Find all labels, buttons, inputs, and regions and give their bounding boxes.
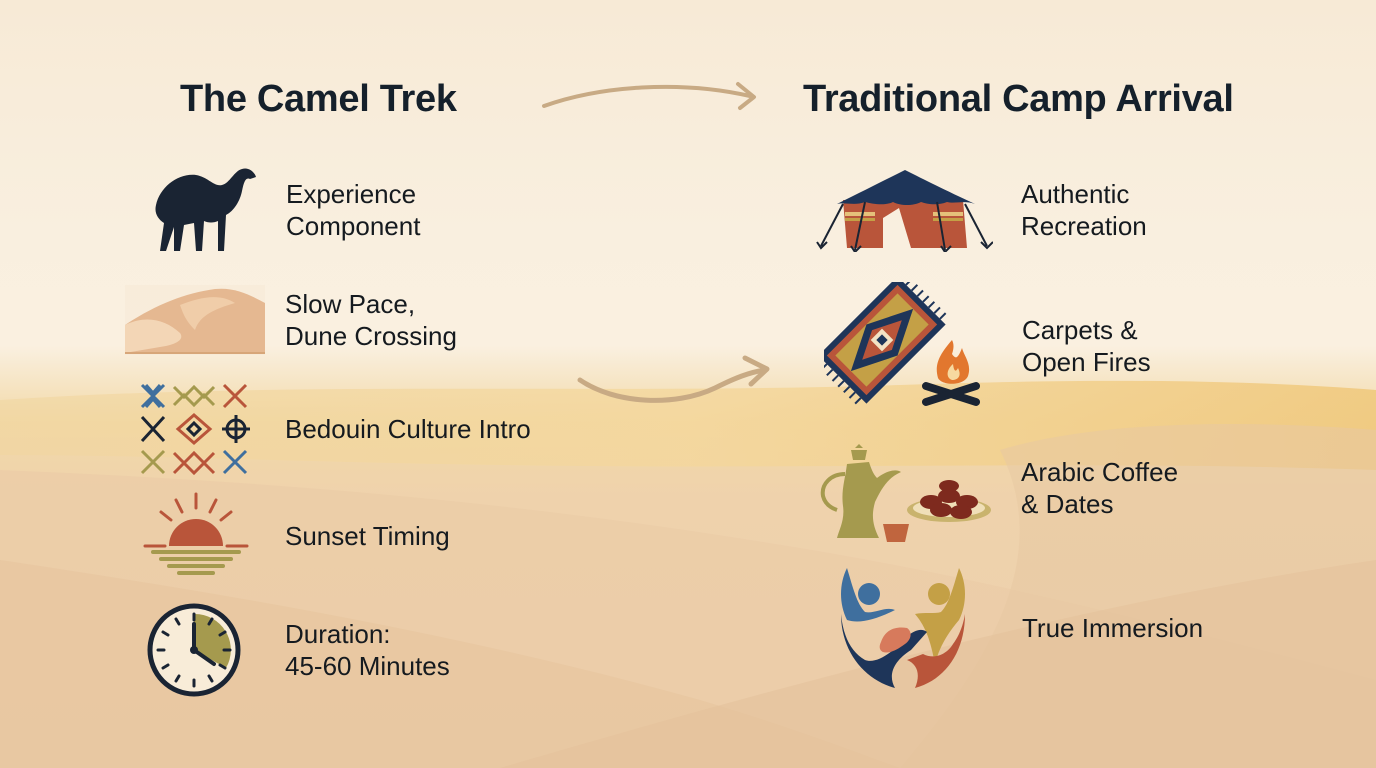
clock-icon bbox=[146, 602, 242, 698]
camel-icon bbox=[148, 165, 258, 255]
left-item-duration: Duration: 45-60 Minutes bbox=[146, 602, 450, 698]
item-label: Duration: 45-60 Minutes bbox=[285, 619, 450, 681]
item-label: Carpets & Open Fires bbox=[1022, 315, 1151, 377]
item-label: Slow Pace, Dune Crossing bbox=[285, 289, 457, 351]
item-label: Experience Component bbox=[286, 179, 421, 241]
left-item-slow-pace: Slow Pace, Dune Crossing bbox=[125, 285, 457, 355]
item-label: True Immersion bbox=[1022, 613, 1204, 643]
right-item-true-immersion: True Immersion bbox=[835, 564, 1203, 692]
left-item-experience-component: Experience Component bbox=[148, 165, 420, 255]
sunset-icon bbox=[143, 492, 249, 580]
left-item-sunset-timing: Sunset Timing bbox=[143, 492, 450, 580]
left-column-title: The Camel Trek bbox=[180, 78, 457, 120]
handshake-people-icon bbox=[835, 564, 971, 692]
tent-icon bbox=[815, 168, 993, 252]
left-item-bedouin-culture: Bedouin Culture Intro bbox=[140, 383, 531, 475]
item-label: Sunset Timing bbox=[285, 521, 450, 551]
carpet-fire-icon bbox=[824, 282, 982, 410]
right-item-carpets-fires: Carpets & Open Fires bbox=[824, 282, 1151, 410]
middle-transition-arrow bbox=[577, 355, 770, 403]
coffee-dates-icon bbox=[815, 430, 995, 545]
item-label: Bedouin Culture Intro bbox=[285, 414, 531, 444]
bedouin-pattern-icon bbox=[140, 383, 252, 475]
item-label: Authentic Recreation bbox=[1021, 179, 1147, 241]
right-column-title: Traditional Camp Arrival bbox=[803, 78, 1234, 120]
right-item-authentic-recreation: Authentic Recreation bbox=[815, 168, 1147, 252]
right-item-coffee-dates: Arabic Coffee & Dates bbox=[815, 430, 1178, 545]
top-transition-arrow bbox=[542, 82, 756, 110]
dunes-icon bbox=[125, 285, 265, 355]
item-label: Arabic Coffee & Dates bbox=[1021, 456, 1179, 519]
